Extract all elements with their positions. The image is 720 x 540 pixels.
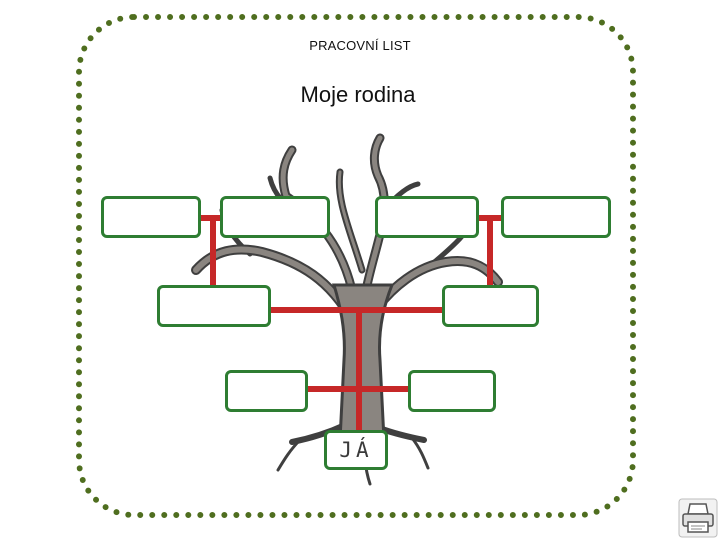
grandparent-box-2[interactable]	[220, 196, 330, 238]
sibling-box-right[interactable]	[408, 370, 496, 412]
me-box[interactable]: JÁ	[324, 430, 388, 470]
parent-box-right[interactable]	[442, 285, 539, 327]
printer-icon[interactable]	[678, 498, 718, 538]
dotted-page-frame	[76, 14, 636, 518]
worksheet-label: PRACOVNÍ LIST	[309, 38, 411, 53]
tree-trunk	[331, 283, 395, 442]
page-title: Moje rodina	[300, 82, 416, 107]
parent-box-left[interactable]	[157, 285, 271, 327]
red-connectors	[200, 215, 503, 430]
grandparent-box-3[interactable]	[375, 196, 479, 238]
grandparent-box-1[interactable]	[101, 196, 201, 238]
me-label: JÁ	[339, 438, 373, 462]
sibling-box-left[interactable]	[225, 370, 308, 412]
grandparent-box-4[interactable]	[501, 196, 611, 238]
